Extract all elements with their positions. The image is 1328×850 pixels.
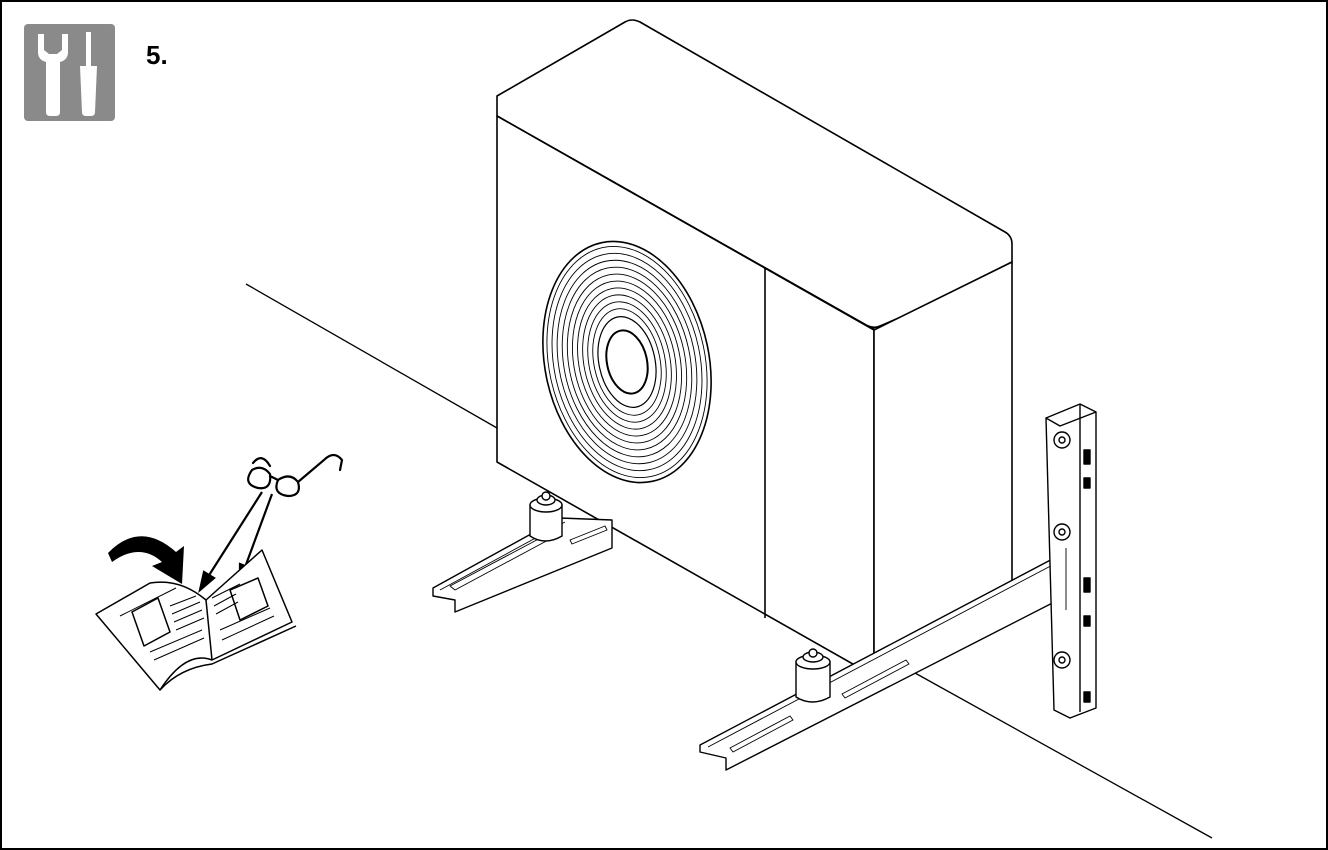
tools-badge [24,24,115,121]
fan-grille [542,240,712,484]
front-foot [795,648,831,703]
open-manual-icon [95,549,297,691]
step-number: 5. [146,40,168,70]
reading-glasses-icon [247,453,344,498]
outdoor-unit [496,19,1013,677]
wall-rail [1045,403,1097,719]
wrench-and-screwdriver-icon [38,32,97,116]
wall-bracket-rear [432,517,613,613]
rear-foot [529,491,563,542]
page-turn-arrow-icon [108,536,184,584]
wall-floor-line [245,283,1213,839]
